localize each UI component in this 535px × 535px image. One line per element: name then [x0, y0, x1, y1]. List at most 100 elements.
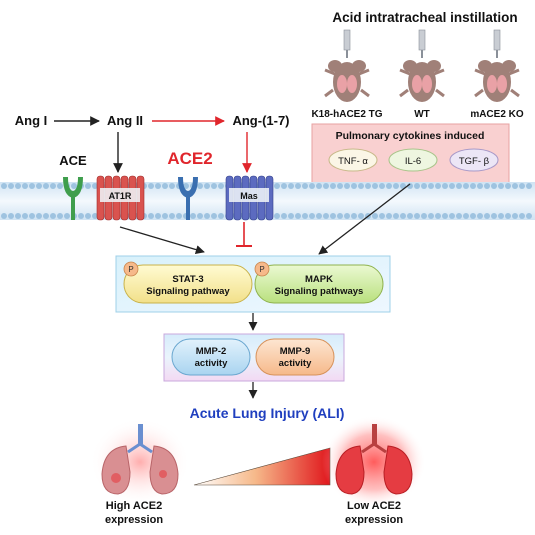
- membrane-head: [351, 183, 357, 189]
- arrow-at1r-signaling: [119, 226, 205, 255]
- mapk-pill: [254, 264, 384, 304]
- ace-receptor-icon: [63, 177, 83, 220]
- membrane-head: [512, 183, 518, 189]
- membrane-head: [218, 213, 224, 219]
- membrane-head: [176, 213, 182, 219]
- membrane-head: [169, 213, 175, 219]
- membrane-head: [421, 183, 427, 189]
- ali-title: Acute Lung Injury (ALI): [190, 405, 345, 421]
- membrane-head: [15, 183, 21, 189]
- membrane-head: [526, 213, 532, 219]
- membrane-head: [155, 213, 161, 219]
- membrane-head: [379, 213, 385, 219]
- membrane-head: [470, 213, 476, 219]
- membrane-head: [519, 183, 525, 189]
- membrane-head: [435, 183, 441, 189]
- membrane-head: [29, 183, 35, 189]
- membrane-head: [435, 213, 441, 219]
- membrane-head: [358, 213, 364, 219]
- membrane-head: [288, 183, 294, 189]
- membrane-head: [64, 213, 70, 219]
- membrane-head: [50, 183, 56, 189]
- membrane-head: [491, 213, 497, 219]
- mapk-title: MAPK: [305, 274, 333, 285]
- mmp2-pill: [171, 338, 251, 376]
- membrane-head: [309, 213, 315, 219]
- membrane-head: [204, 183, 210, 189]
- stat3-phospho-label: P: [128, 265, 133, 274]
- membrane-head: [351, 213, 357, 219]
- membrane-head: [162, 213, 168, 219]
- mas-label: Mas: [240, 191, 258, 201]
- membrane-head: [498, 213, 504, 219]
- low-ace2-label-line1: Low ACE2: [347, 500, 401, 512]
- mmp2-subtitle: activity: [195, 358, 228, 369]
- membrane-head: [456, 183, 462, 189]
- membrane-head: [155, 183, 161, 189]
- ace2-receptor-icon: [178, 177, 198, 220]
- membrane-head: [330, 213, 336, 219]
- membrane-head: [498, 183, 504, 189]
- membrane-head: [302, 183, 308, 189]
- at1r-receptor-icon: [96, 175, 145, 221]
- membrane-head: [1, 213, 7, 219]
- membrane-head: [491, 183, 497, 189]
- membrane-head: [295, 213, 301, 219]
- membrane-head: [428, 213, 434, 219]
- membrane-head: [484, 183, 490, 189]
- membrane-head: [29, 213, 35, 219]
- membrane-head: [92, 213, 98, 219]
- membrane-head: [50, 213, 56, 219]
- membrane-head: [169, 183, 175, 189]
- mapk-phospho-label: P: [259, 265, 264, 274]
- membrane-head: [211, 183, 217, 189]
- membrane-head: [358, 183, 364, 189]
- membrane-head: [36, 183, 42, 189]
- membrane-head: [43, 213, 49, 219]
- membrane-head: [442, 183, 448, 189]
- mouse-icon-k18: [324, 29, 370, 102]
- mas-receptor-icon: [225, 175, 274, 221]
- membrane-head: [449, 213, 455, 219]
- cytokine-tgf: TGF- β: [459, 156, 490, 167]
- membrane-head: [78, 213, 84, 219]
- membrane-head: [92, 183, 98, 189]
- membrane-head: [302, 213, 308, 219]
- membrane-head: [428, 183, 434, 189]
- membrane-head: [519, 213, 525, 219]
- membrane-head: [330, 183, 336, 189]
- membrane-head: [505, 183, 511, 189]
- membrane-head: [477, 183, 483, 189]
- stat3-pill: [123, 264, 253, 304]
- membrane-head: [414, 213, 420, 219]
- membrane-head: [386, 213, 392, 219]
- membrane-head: [57, 213, 63, 219]
- membrane-head: [85, 183, 91, 189]
- ang17-label: Ang-(1-7): [232, 113, 289, 128]
- membrane-head: [386, 183, 392, 189]
- membrane-head: [393, 213, 399, 219]
- membrane-head: [190, 213, 196, 219]
- mouse-icon-wt: [399, 29, 445, 102]
- header-title: Acid intratracheal instillation: [332, 10, 517, 25]
- membrane-head: [449, 183, 455, 189]
- membrane-head: [400, 213, 406, 219]
- severity-gradient-triangle: [193, 447, 331, 486]
- high-ace2-label-line2: expression: [105, 514, 163, 526]
- membrane-head: [323, 213, 329, 219]
- mmp9-pill: [255, 338, 335, 376]
- membrane-head: [344, 183, 350, 189]
- mmp9-title: MMP-9: [280, 346, 311, 357]
- membrane-head: [393, 183, 399, 189]
- membrane-head: [365, 183, 371, 189]
- stat3-subtitle: Signaling pathway: [146, 286, 230, 297]
- stat3-title: STAT-3: [172, 274, 203, 285]
- membrane-head: [463, 183, 469, 189]
- mouse-label-ko: mACE2 KO: [470, 109, 524, 120]
- membrane-head: [43, 183, 49, 189]
- cytokine-pill-tgf: [449, 148, 499, 172]
- membrane-head: [442, 213, 448, 219]
- membrane-head: [57, 183, 63, 189]
- membrane-head: [148, 213, 154, 219]
- membrane-head: [505, 213, 511, 219]
